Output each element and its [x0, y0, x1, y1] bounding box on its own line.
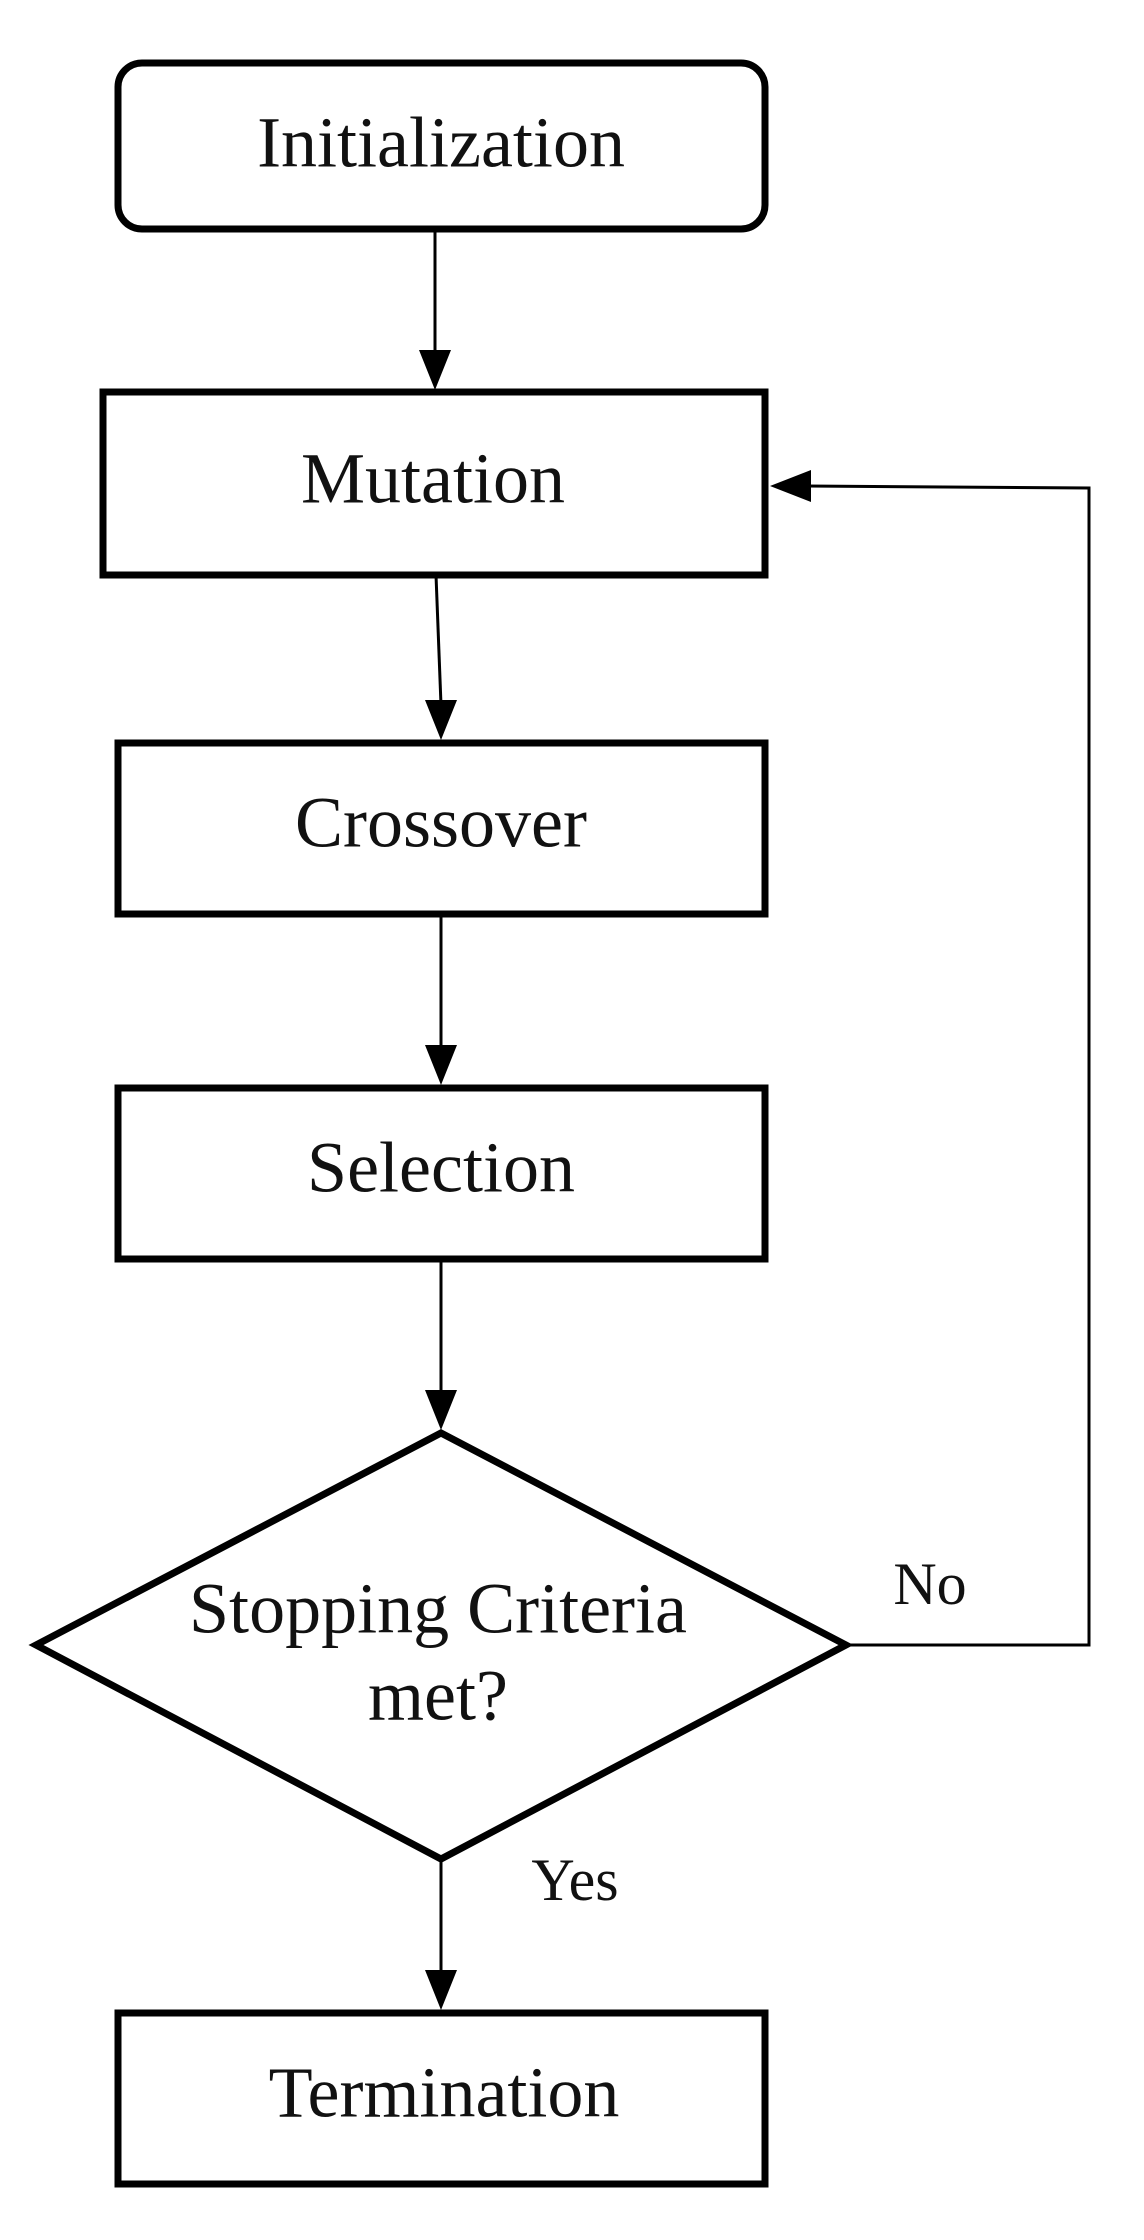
arrow-mutation-to-crossover — [425, 574, 457, 740]
decision-node: Stopping Criteria met? — [28, 1429, 854, 1863]
termination-label: Termination — [269, 2053, 620, 2133]
crossover-node: Crossover — [114, 739, 769, 918]
selection-node: Selection — [114, 1084, 769, 1263]
arrow-yes-to-termination — [425, 1859, 457, 2010]
decision-label-line2: met? — [368, 1656, 508, 1736]
initialization-label: Initialization — [257, 103, 625, 183]
arrow-crossover-to-selection — [425, 914, 457, 1085]
termination-node: Termination — [114, 2009, 769, 2188]
mutation-label: Mutation — [301, 439, 565, 519]
arrow-selection-to-decision — [425, 1259, 457, 1430]
arrow-no-loop-to-mutation — [770, 470, 1091, 1647]
crossover-label: Crossover — [295, 783, 587, 863]
yes-label: Yes — [531, 1847, 618, 1913]
arrow-initialization-to-mutation — [419, 229, 451, 390]
mutation-node: Mutation — [99, 388, 769, 579]
decision-label-line1: Stopping Criteria — [189, 1569, 687, 1649]
selection-label: Selection — [307, 1128, 575, 1208]
initialization-node: Initialization — [114, 59, 769, 233]
no-label: No — [893, 1551, 966, 1617]
